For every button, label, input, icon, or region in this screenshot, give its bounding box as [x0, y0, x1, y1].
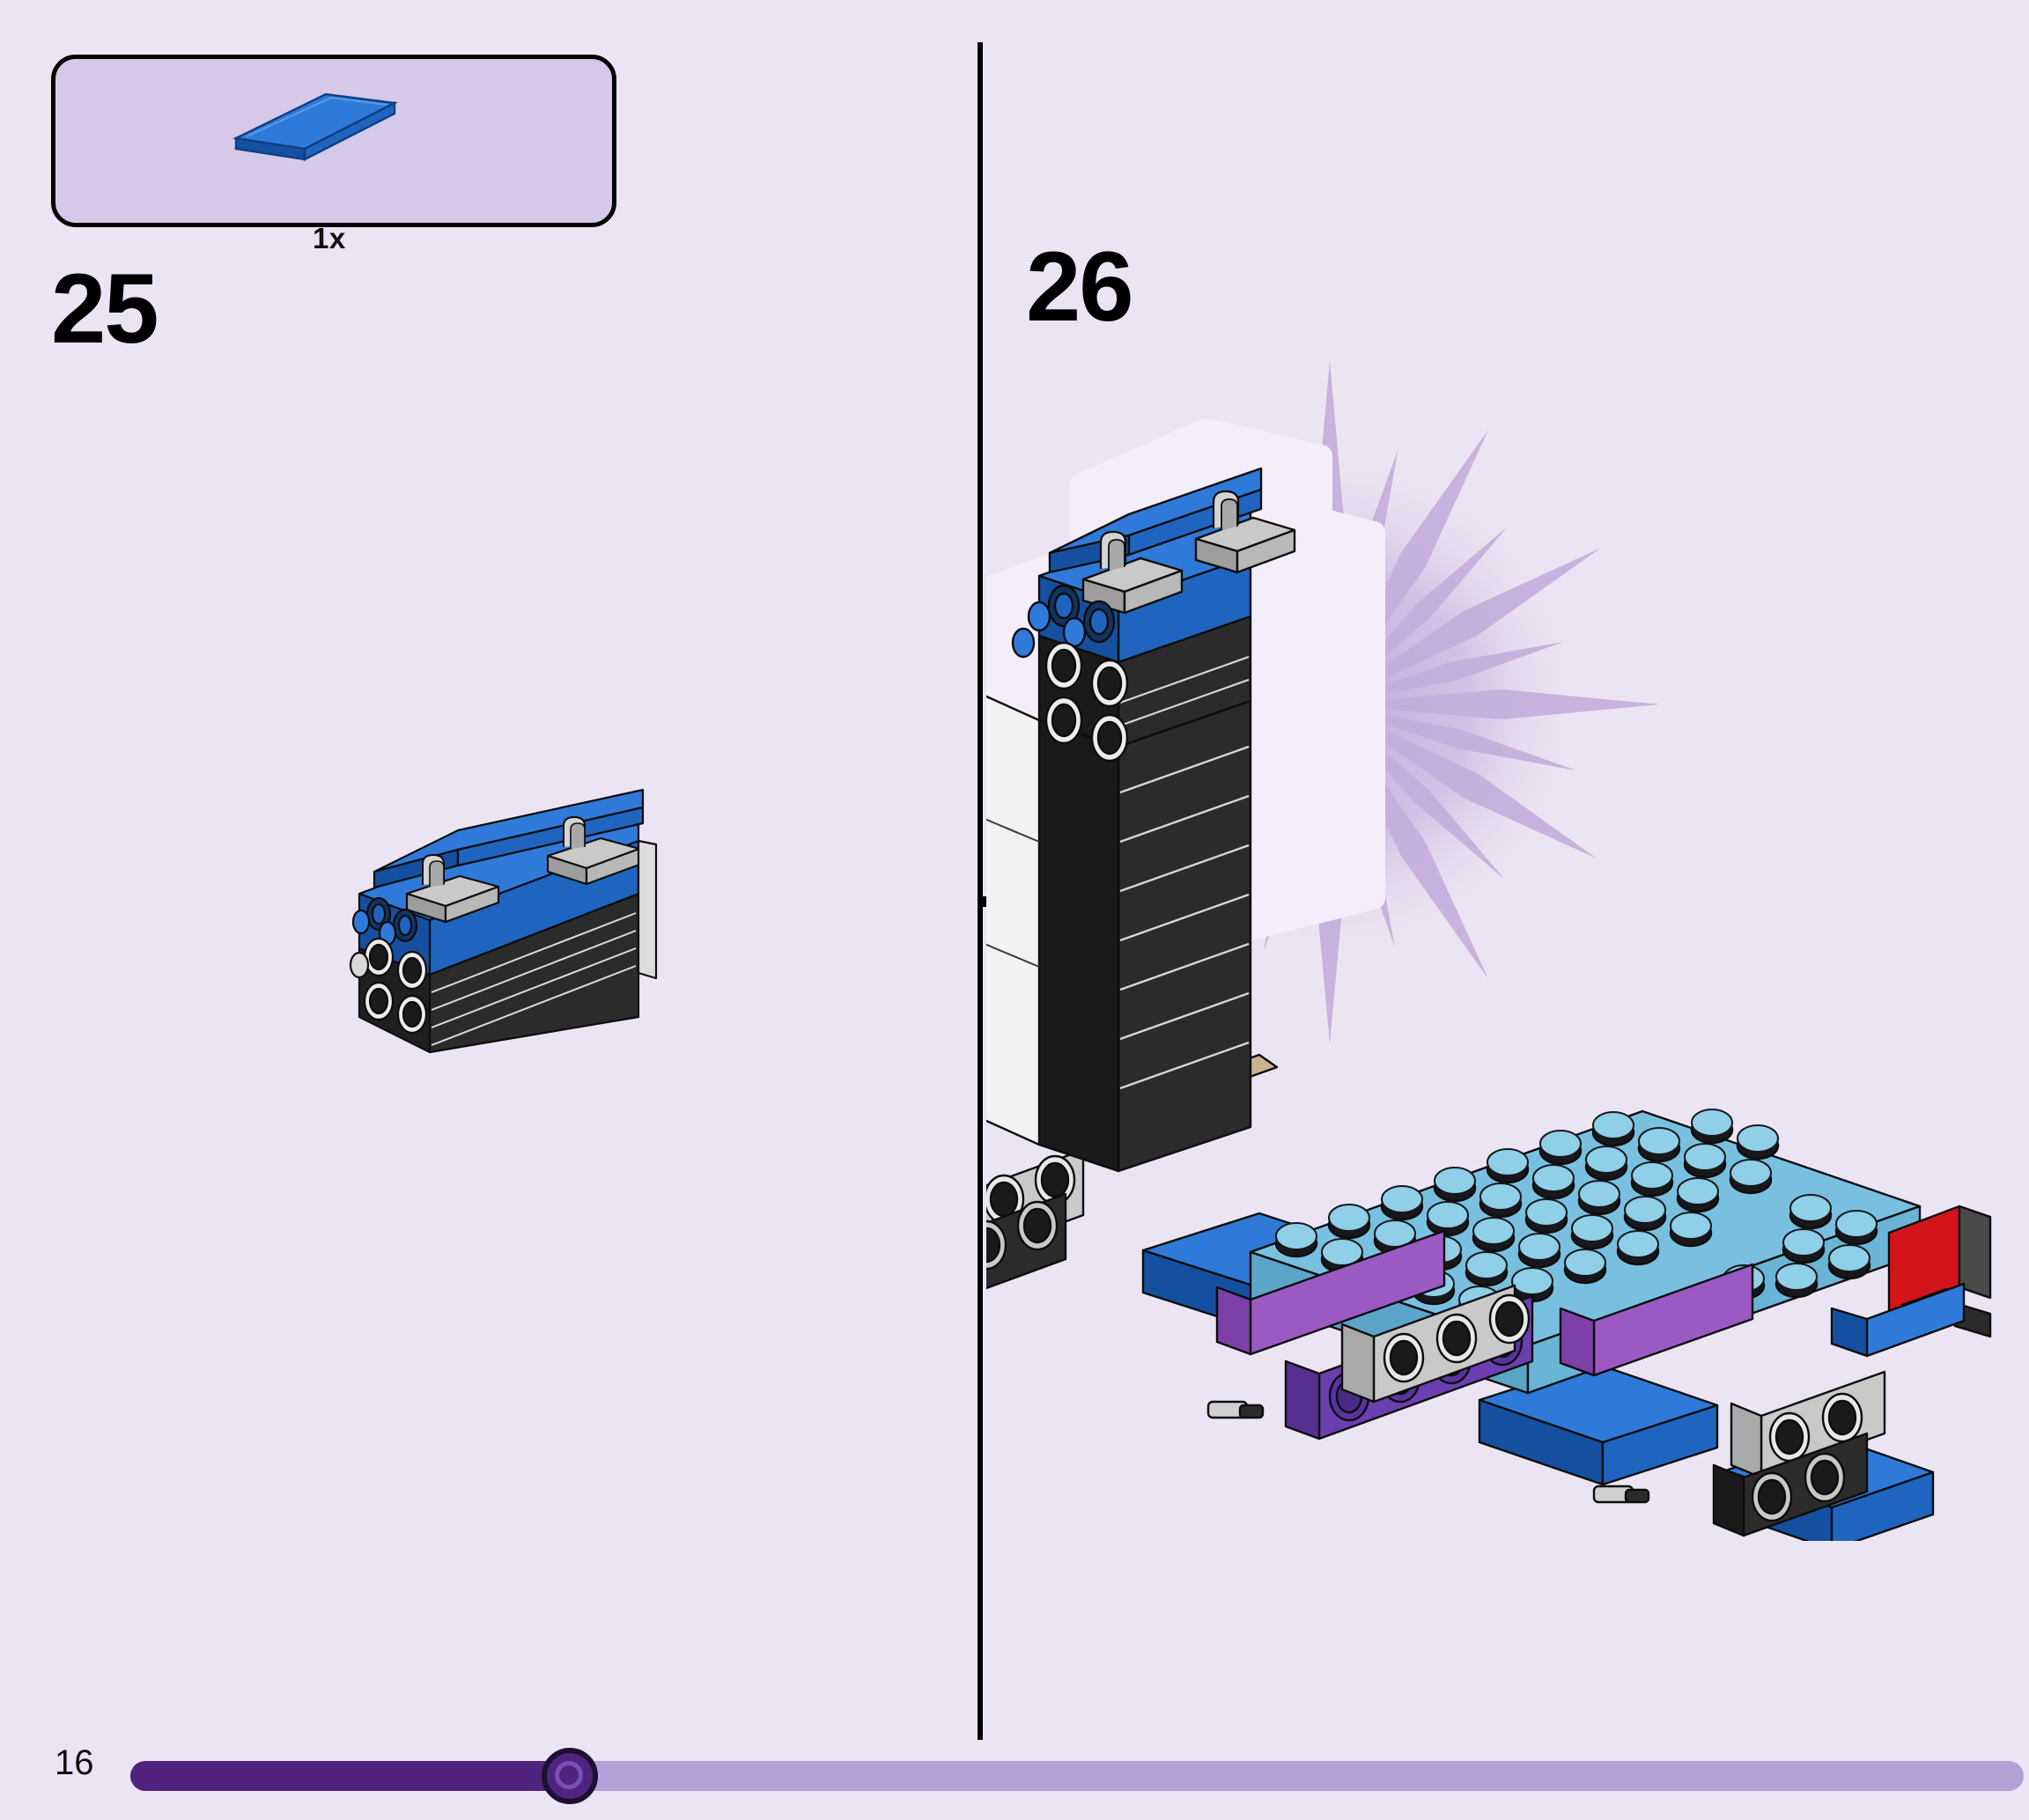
- step-number-26: 26: [1026, 232, 1134, 342]
- panel-divider: [978, 42, 983, 1740]
- step-26-model: [986, 418, 1992, 1541]
- progress-bar-fill: [130, 1761, 564, 1791]
- part-icon-tile-1x4: [232, 92, 399, 161]
- parts-callout-box: 1x: [51, 55, 616, 254]
- step-25-model: [349, 788, 658, 1054]
- part-quantity-label: 1x: [313, 222, 346, 254]
- page-number: 16: [55, 1743, 94, 1782]
- step-number-25: 25: [51, 254, 159, 364]
- progress-bar-track[interactable]: [130, 1761, 2024, 1791]
- progress-bar-knob[interactable]: [542, 1748, 598, 1804]
